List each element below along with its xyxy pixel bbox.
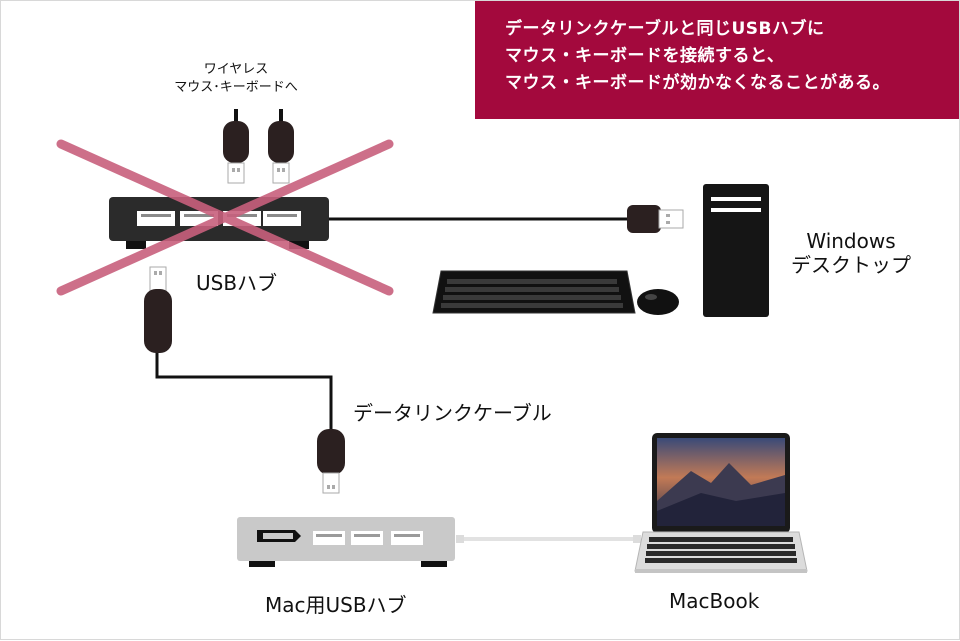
desktop-label: Windows デスクトップ: [791, 229, 911, 277]
wireless-receiver-left: [223, 109, 249, 184]
usb-c-plug-right: [633, 535, 641, 543]
mouse-highlight: [645, 294, 657, 300]
data-link-cable-label: データリンクケーブル: [353, 401, 552, 425]
keyboard: [432, 270, 636, 314]
windows-desktop-tower: [703, 184, 769, 317]
notice-line: マウス・キーボードが効かなくなることがある。: [505, 73, 890, 93]
wireless-receiver-right: [268, 109, 294, 184]
mouse: [637, 289, 679, 315]
wireless-label-line1: ワイヤレス: [203, 62, 269, 77]
mac-usb-hub-label: Mac用USBハブ: [265, 593, 407, 617]
notice-line: マウス・キーボードを接続すると、: [505, 46, 785, 66]
wireless-label-line2: マウス･キーボードへ: [174, 80, 298, 95]
usb-c-plug: [456, 535, 464, 543]
data-link-cable-top-plug: [144, 266, 172, 353]
desktop-usb-plug: [627, 205, 684, 233]
wireless-label: ワイヤレス マウス･キーボードへ: [151, 61, 321, 97]
mac-usb-hub: [237, 517, 455, 567]
usb-hub-label: USBハブ: [196, 271, 278, 295]
data-link-cable-bottom-plug: [317, 429, 345, 494]
desktop-label-line1: Windows: [806, 229, 896, 253]
macbook-laptop: [634, 433, 808, 573]
warning-notice: データリンクケーブルと同じUSBハブに マウス・キーボードを接続すると、 マウス…: [475, 1, 959, 119]
prohibited-cross-mark: [56, 139, 394, 296]
notice-line: データリンクケーブルと同じUSBハブに: [505, 19, 825, 39]
data-link-cable-line: [155, 349, 333, 433]
macbook-label: MacBook: [669, 589, 760, 613]
desktop-label-line2: デスクトップ: [791, 253, 911, 277]
